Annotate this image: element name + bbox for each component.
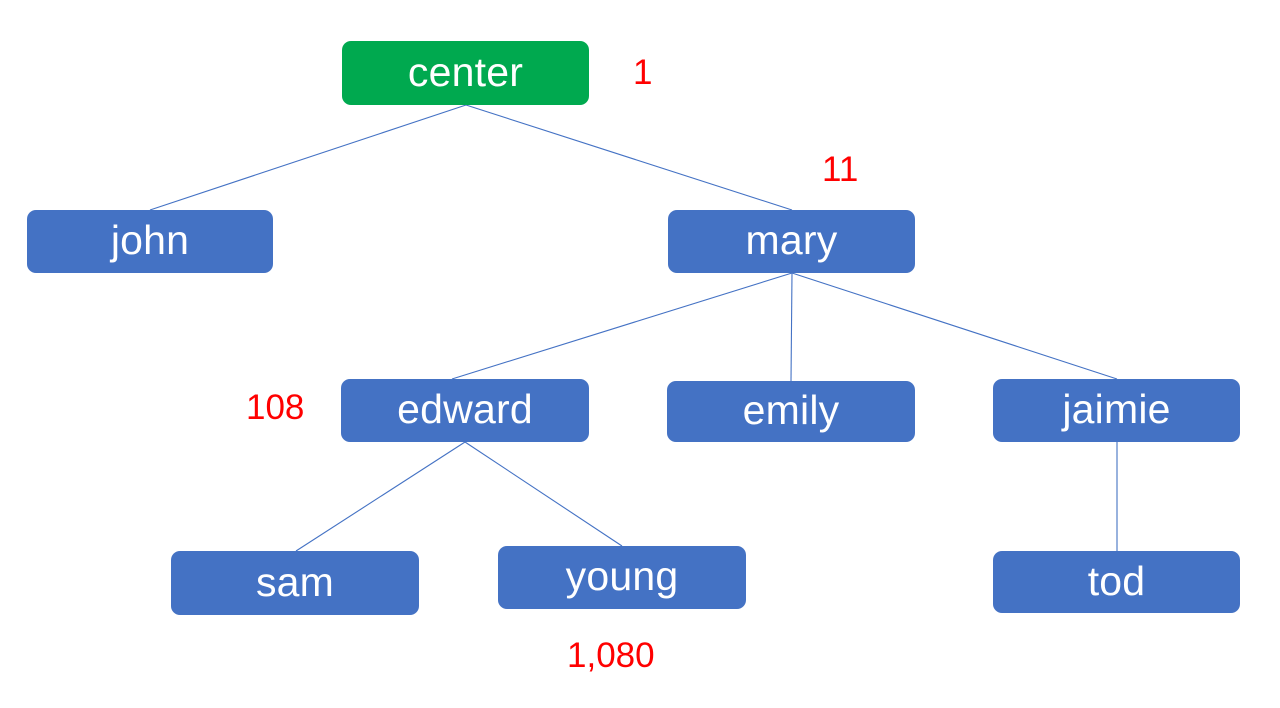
edge-center-to-mary: [465, 104, 793, 211]
anno-edward: 108: [246, 388, 305, 427]
anno-young: 1,080: [567, 636, 655, 675]
edge-edward-to-sam: [295, 441, 466, 552]
node-emily[interactable]: emily: [667, 381, 915, 442]
node-john[interactable]: john: [27, 210, 273, 273]
node-young[interactable]: young: [498, 546, 746, 609]
node-jaimie[interactable]: jaimie: [993, 379, 1240, 442]
edge-mary-to-jaimie: [791, 272, 1118, 380]
node-label-center: center: [407, 48, 524, 95]
node-label-sam: sam: [255, 558, 335, 605]
anno-mary: 11: [822, 150, 859, 189]
edge-edward-to-young: [464, 441, 623, 547]
node-label-john: john: [110, 217, 190, 263]
node-label-edward: edward: [397, 386, 533, 432]
edge-center-to-john: [149, 104, 467, 211]
edge-mary-to-emily: [790, 272, 793, 382]
node-center[interactable]: center: [342, 41, 589, 105]
node-label-jaimie: jaimie: [1062, 386, 1171, 432]
node-tod[interactable]: tod: [993, 551, 1240, 613]
node-mary[interactable]: mary: [668, 210, 915, 273]
node-label-tod: tod: [1087, 557, 1146, 604]
node-edward[interactable]: edward: [341, 379, 589, 442]
node-label-emily: emily: [742, 387, 840, 433]
node-label-mary: mary: [745, 217, 838, 263]
anno-center: 1: [633, 53, 653, 92]
edge-mary-to-edward: [451, 272, 793, 380]
node-label-young: young: [565, 553, 679, 599]
node-sam[interactable]: sam: [171, 551, 419, 615]
